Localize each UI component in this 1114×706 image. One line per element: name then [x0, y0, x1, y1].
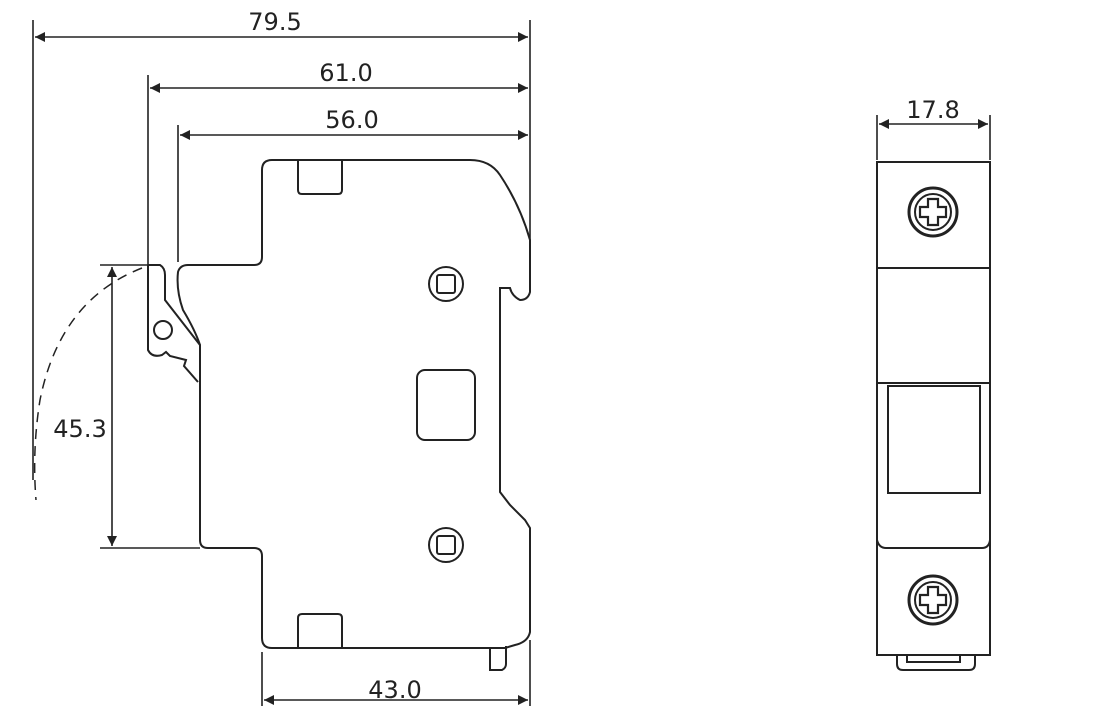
top-terminal-screw-icon	[907, 186, 959, 238]
front-view: 17.8	[876, 96, 991, 671]
dim-label-overall-depth: 79.5	[248, 8, 301, 36]
top-screw-hole	[428, 266, 464, 302]
section-divider	[876, 539, 991, 549]
bottom-slot	[297, 613, 343, 648]
dim-label-base-width: 43.0	[368, 676, 421, 704]
indicator-window	[416, 369, 476, 441]
top-slot	[297, 160, 343, 195]
bottom-tab	[489, 646, 507, 671]
indicator-window	[887, 385, 981, 494]
bottom-terminal-screw-icon	[907, 574, 959, 626]
latch-lever	[147, 264, 201, 383]
side-view: 79.5 61.0 56.0 45.3 43.0	[32, 8, 531, 706]
din-clip	[896, 655, 976, 671]
latch-pivot	[153, 320, 173, 340]
front-body-outline	[876, 161, 991, 656]
latch-swing-arc	[33, 267, 143, 501]
dim-label-depth-to-latch: 61.0	[319, 59, 372, 87]
side-body-outline	[176, 159, 531, 649]
bottom-screw-hole	[428, 527, 464, 563]
dim-label-depth-to-body: 56.0	[325, 106, 378, 134]
dim-label-latch-height: 45.3	[53, 415, 106, 443]
dim-label-width: 17.8	[906, 96, 959, 124]
